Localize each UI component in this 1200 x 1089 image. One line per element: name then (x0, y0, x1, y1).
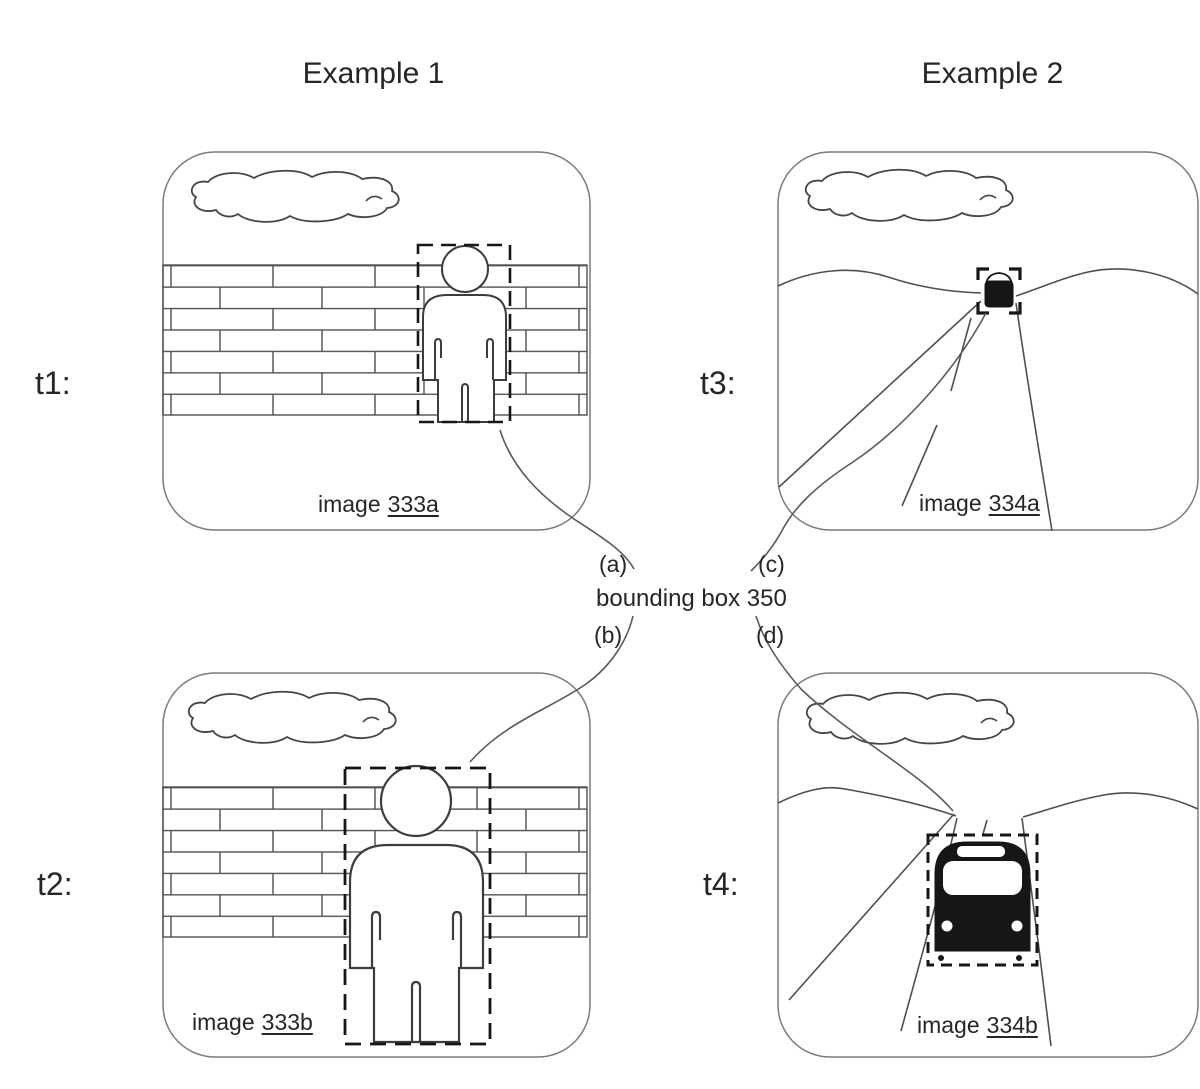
bus-roof-outline (985, 272, 1013, 288)
bounding-box-t2 (343, 766, 492, 1046)
image-ref-334b: 334b (986, 1012, 1038, 1038)
image-word: image (919, 490, 982, 516)
person-head (379, 764, 453, 838)
leader-line-b (469, 615, 634, 763)
bounding-box-t1 (416, 243, 512, 424)
connector-label-a: (a) (599, 551, 628, 577)
bounding-box-t4 (926, 833, 1039, 967)
person-body (348, 843, 485, 1044)
road-right-edge (1015, 302, 1053, 532)
image-word: image (917, 1012, 980, 1038)
connector-label-d: (d) (756, 622, 785, 648)
bus-wheel-right (1016, 955, 1022, 961)
road-left-edge (900, 817, 958, 1032)
time-label-t2: t2: (37, 866, 73, 902)
cloud-icon (804, 168, 1014, 222)
bus-body (934, 841, 1031, 952)
road-lane-dash (982, 819, 988, 835)
person-limb-lines (370, 910, 463, 1042)
person-body (422, 294, 507, 423)
bus-headlight-left (941, 920, 953, 932)
cloud-icon (190, 169, 400, 223)
example1-title: Example 1 (302, 57, 445, 90)
cloud-icon (805, 691, 1015, 745)
connector-label-b: (b) (594, 622, 623, 648)
panel-t1 (162, 151, 591, 531)
bounding-box-t3 (976, 267, 1022, 315)
example2-title: Example 2 (921, 57, 1064, 90)
person-icon (422, 245, 507, 423)
cloud-icon (187, 690, 397, 744)
horizon-line (777, 268, 1199, 297)
bus-icon (934, 841, 1031, 961)
time-label-t3: t3: (700, 365, 736, 401)
image-ref-333b: 333b (261, 1009, 313, 1035)
leader-line-a (499, 429, 635, 570)
bus-windshield (943, 861, 1022, 895)
horizon-line (777, 786, 1199, 818)
person-limb-lines (434, 337, 494, 422)
bounding-box-label: bounding box 350 (596, 585, 787, 612)
leader-line-d (755, 615, 954, 812)
image-ref-333a: 333a (387, 491, 439, 517)
leader-line-c (750, 312, 987, 572)
person-head (441, 245, 489, 293)
time-label-t1: t1: (35, 365, 71, 401)
brick-wall (162, 264, 588, 416)
panel-t4 (777, 672, 1199, 1058)
bus-roof-sign (957, 846, 1005, 857)
leader-lines (469, 312, 987, 812)
image-word: image (192, 1009, 255, 1035)
image-word: image (318, 491, 381, 517)
panel-t2 (162, 672, 591, 1058)
bus-body (984, 280, 1014, 308)
bus-headlight-right (1011, 920, 1023, 932)
image-ref-334a: 334a (988, 490, 1040, 516)
panel-t3 (777, 151, 1199, 532)
road-left-edge (778, 300, 982, 488)
panel-t3-frame (777, 151, 1199, 531)
person-icon (348, 764, 485, 1044)
connector-label-c: (c) (758, 551, 785, 577)
bus-icon (984, 272, 1014, 308)
bus-wheel-left (938, 955, 944, 961)
time-label-t4: t4: (703, 866, 739, 902)
